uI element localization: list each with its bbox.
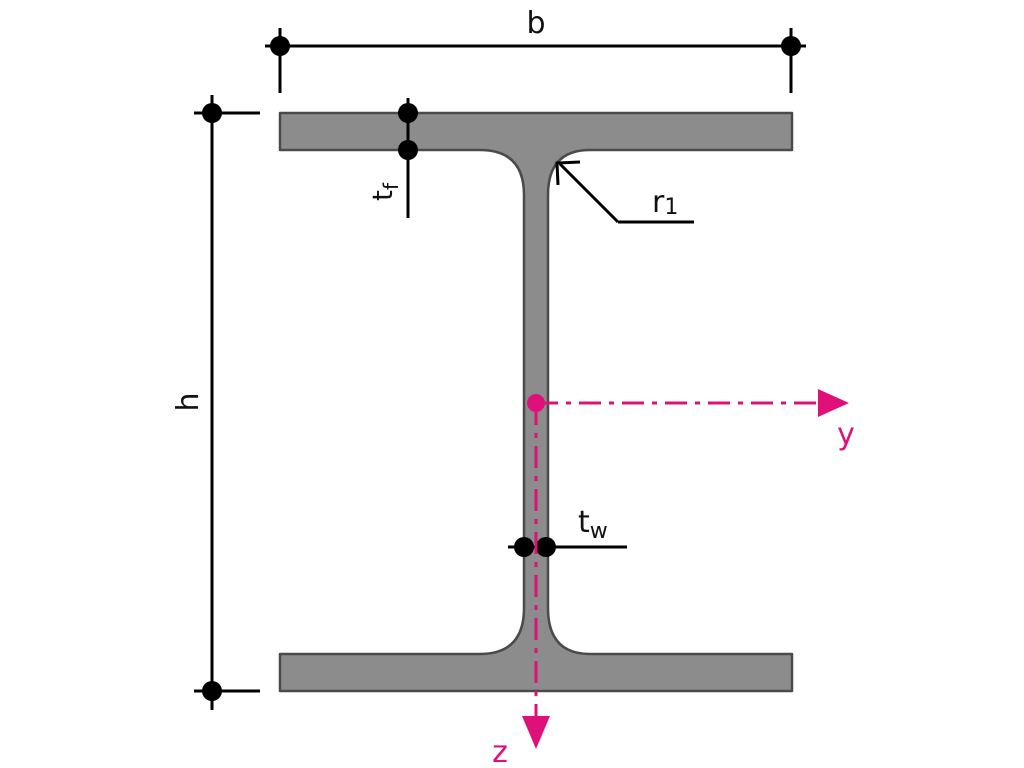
web-thickness-dot-right	[536, 537, 556, 557]
height-label: h	[171, 392, 206, 411]
width-dimension-dot-right	[781, 36, 801, 56]
flange-thickness-dot-top	[398, 103, 418, 123]
fillet-radius-label: r1	[652, 185, 678, 220]
flange-thickness-label: tf	[366, 182, 403, 201]
z-axis-arrow-icon	[522, 716, 550, 749]
z-axis-label: z	[492, 735, 508, 768]
flange-thickness-label-sub: f	[379, 182, 403, 190]
fillet-radius-label-sub: 1	[664, 195, 678, 220]
web-thickness-dot-left	[514, 537, 534, 557]
y-axis-arrow-icon	[818, 389, 849, 417]
flange-thickness-label-main: t	[366, 190, 399, 201]
fillet-radius-leader	[555, 160, 694, 224]
flange-thickness-dot-bottom	[398, 140, 418, 160]
web-thickness-label-main: t	[578, 505, 590, 540]
web-thickness-label: tw	[578, 505, 608, 544]
width-dimension-dot-left	[270, 36, 290, 56]
web-thickness-label-sub: w	[590, 519, 608, 544]
centroid-point	[527, 394, 545, 412]
height-dimension-dot-bottom	[202, 681, 222, 701]
width-label: b	[526, 6, 545, 41]
svg-text:tf: tf	[366, 182, 403, 201]
height-dimension-dot-top	[202, 103, 222, 123]
y-axis-label: y	[837, 417, 855, 452]
fillet-radius-label-main: r	[652, 185, 665, 220]
